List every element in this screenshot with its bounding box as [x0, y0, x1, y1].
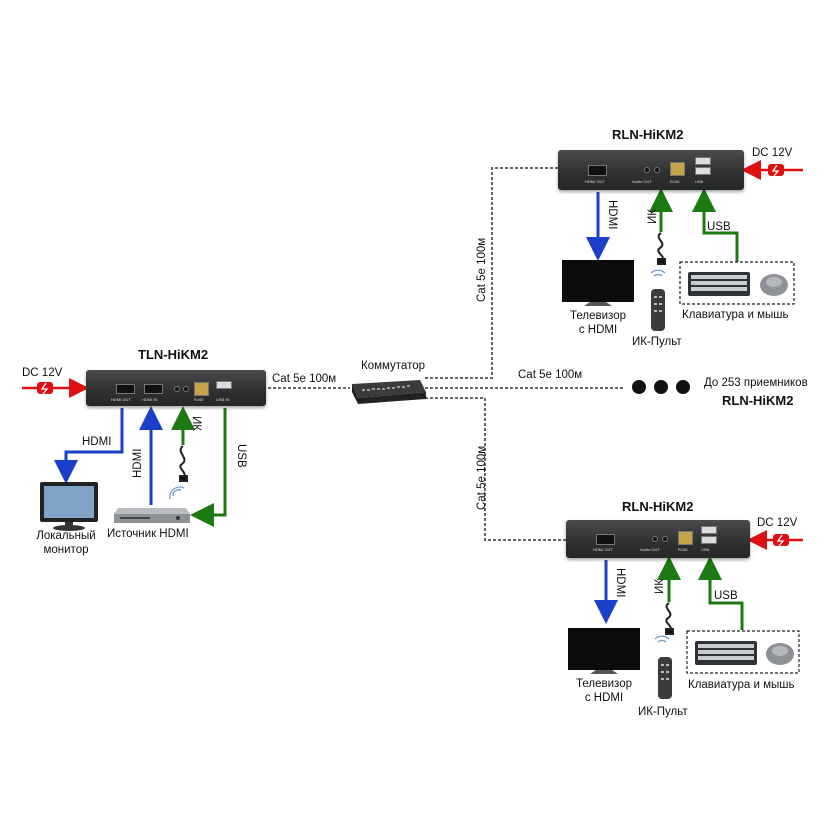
- usb-arrow-rx2: [698, 556, 744, 630]
- switch-label: Коммутатор: [361, 360, 425, 372]
- ellipsis-dot: [654, 380, 668, 394]
- transmitter-device: HDMI OUT HDMI IN RJ45 USB IN: [86, 370, 266, 406]
- tv-icon: [562, 260, 634, 306]
- usb-arrow-tx: [190, 408, 227, 527]
- ir-signal-icon: [169, 269, 670, 643]
- local-monitor-caption: Локальный монитор: [36, 530, 96, 556]
- network-switch-icon: [352, 380, 426, 404]
- hdmi-label: HDMI: [614, 568, 626, 598]
- receiver-2-title: RLN-HiKM2: [622, 499, 694, 514]
- ik-label: ИК: [654, 579, 666, 594]
- cable-switch-to-receiver-2: [425, 397, 566, 541]
- remote-control-icon: [651, 289, 665, 331]
- more-receivers-line2: RLN-HiKM2: [722, 393, 794, 408]
- kbd-mouse-caption: Клавиатура и мышь: [688, 679, 795, 691]
- remote-control-icon: [658, 657, 672, 699]
- hdmi-arrow-to-monitor: [54, 408, 124, 484]
- tv-caption: Телевизор с HDMI: [570, 310, 626, 336]
- ik-label: ИК: [647, 209, 659, 224]
- port-label: RJ45: [194, 397, 204, 402]
- usb-arrow-rx1: [692, 188, 739, 262]
- power-plug-icon: [37, 382, 53, 395]
- ir-remote-caption: ИК-Пульт: [638, 706, 688, 718]
- dc-label: DC 12V: [752, 147, 793, 159]
- ellipsis-dot: [676, 380, 690, 394]
- hdmi-label: HDMI: [606, 200, 618, 230]
- port-label: HDMI IN: [142, 397, 158, 402]
- power-plug-icon: [768, 164, 784, 177]
- monitor-icon: [40, 482, 98, 531]
- ellipsis-dot: [632, 380, 646, 394]
- usb-label: USB: [714, 590, 738, 602]
- port-label: Audio OUT: [640, 547, 660, 552]
- hdmi-label: HDMI: [82, 436, 112, 448]
- tv-icon: [568, 628, 640, 674]
- transmitter-title: TLN-HiKM2: [138, 347, 209, 362]
- ir-sensor-icon: [179, 232, 674, 635]
- port-label: USB IN: [216, 397, 230, 402]
- port-label: HDMI OUT: [593, 547, 613, 552]
- port-label: HDMI OUT: [111, 397, 131, 402]
- ik-label: ИК: [190, 416, 202, 431]
- cable-label: Cat 5e 100м: [518, 369, 583, 381]
- usb-label: USB: [707, 221, 731, 233]
- kbd-mouse-caption: Клавиатура и мышь: [682, 309, 789, 321]
- usb-label: USB: [235, 444, 247, 468]
- port-label: RJ45: [678, 547, 688, 552]
- keyboard-mouse-icon: [679, 261, 795, 305]
- cable-label: Cat 5e 100м: [272, 373, 337, 385]
- more-receivers-line1: До 253 приемников: [704, 377, 808, 389]
- dc-label: DC 12V: [757, 517, 798, 529]
- receiver-device-1: HDMI OUT Audio OUT RJ45 USB: [558, 150, 744, 190]
- power-plug-icon: [773, 534, 789, 547]
- port-label: RJ45: [670, 179, 680, 184]
- cat5-cables: [268, 167, 625, 541]
- cable-switch-to-receiver-1: [425, 167, 558, 379]
- hdmi-source-caption: Источник HDMI: [107, 528, 189, 540]
- dc-label: DC 12V: [22, 367, 63, 379]
- cable-label: Cat 5e 100м: [476, 445, 488, 510]
- ir-remote-caption: ИК-Пульт: [632, 336, 682, 348]
- receiver-1-title: RLN-HiKM2: [612, 127, 684, 142]
- hdmi-label: HDMI: [132, 448, 144, 478]
- port-label: Audio OUT: [632, 179, 652, 184]
- keyboard-mouse-icon: [686, 630, 800, 674]
- tv-caption: Телевизор с HDMI: [576, 678, 632, 704]
- dvd-player-icon: [114, 508, 190, 523]
- port-label: HDMI OUT: [585, 179, 605, 184]
- port-label: USB: [701, 547, 710, 552]
- cable-label: Cat 5e 100м: [476, 237, 488, 302]
- port-label: USB: [695, 179, 704, 184]
- receiver-device-2: HDMI OUT Audio OUT RJ45 USB: [566, 520, 750, 558]
